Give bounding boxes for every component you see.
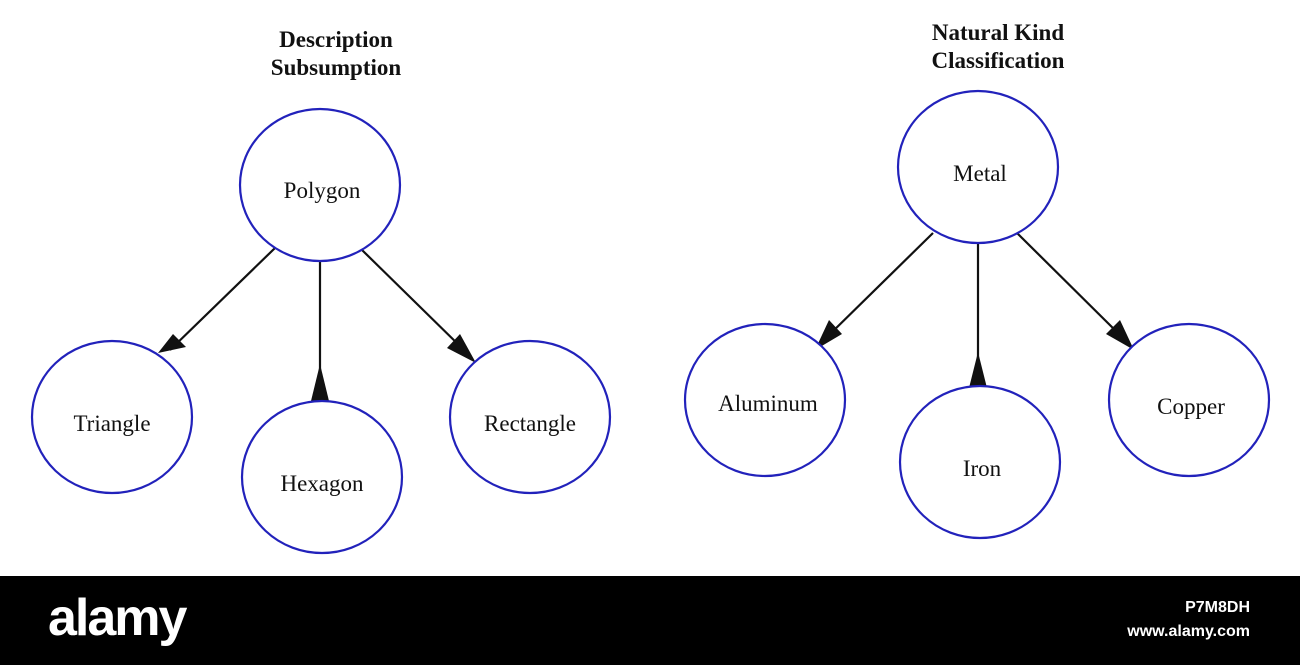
node-hexagon: Hexagon <box>240 399 404 555</box>
node-label: Iron <box>963 456 1002 481</box>
node-polygon: Polygon <box>238 107 402 263</box>
tree-title-line: Description <box>279 27 393 52</box>
edge-metal-copper <box>1016 232 1124 339</box>
arrow-polygon-triangle <box>158 334 186 353</box>
edge-polygon-rectangle <box>361 249 467 353</box>
node-rectangle: Rectangle <box>448 339 612 495</box>
node-label: Hexagon <box>280 471 364 496</box>
diagram-area: Polygon Triangle Hexagon Rectangle Metal… <box>30 19 1271 555</box>
node-aluminum: Aluminum <box>683 322 847 478</box>
site-url: www.alamy.com <box>1127 623 1250 640</box>
node-label: Triangle <box>73 411 150 436</box>
tree-diagram-svg: Polygon Triangle Hexagon Rectangle Metal… <box>30 89 1271 555</box>
image-id: P7M8DH <box>1185 599 1250 616</box>
node-triangle: Triangle <box>30 339 194 495</box>
edge-metal-aluminum <box>825 232 934 339</box>
tree-1-edges <box>158 247 476 401</box>
tree-2-edges <box>815 232 1134 388</box>
arrow-polygon-hexagon <box>311 364 329 401</box>
arrow-metal-iron <box>969 352 987 388</box>
node-label: Polygon <box>284 178 361 203</box>
edge-polygon-triangle <box>169 247 276 351</box>
node-copper: Copper <box>1107 322 1271 478</box>
tree-title-line: Natural Kind <box>931 20 1065 45</box>
alamy-logo: alamy <box>48 589 187 647</box>
node-iron: Iron <box>898 384 1062 540</box>
node-label: Rectangle <box>484 411 576 436</box>
node-metal: Metal <box>896 89 1060 245</box>
arrow-polygon-rectangle <box>447 334 476 363</box>
tree-1-title: Description Subsumption <box>206 26 466 82</box>
arrow-metal-copper <box>1106 320 1134 350</box>
arrow-metal-aluminum <box>815 320 842 350</box>
tree-title-line: Classification <box>931 48 1065 73</box>
node-label: Metal <box>953 161 1007 186</box>
watermark-footer: alamy P7M8DH www.alamy.com <box>0 576 1300 665</box>
node-label: Aluminum <box>718 391 818 416</box>
tree-2-title: Natural Kind Classification <box>868 19 1128 75</box>
tree-title-line: Subsumption <box>270 55 402 80</box>
node-label: Copper <box>1157 394 1225 419</box>
